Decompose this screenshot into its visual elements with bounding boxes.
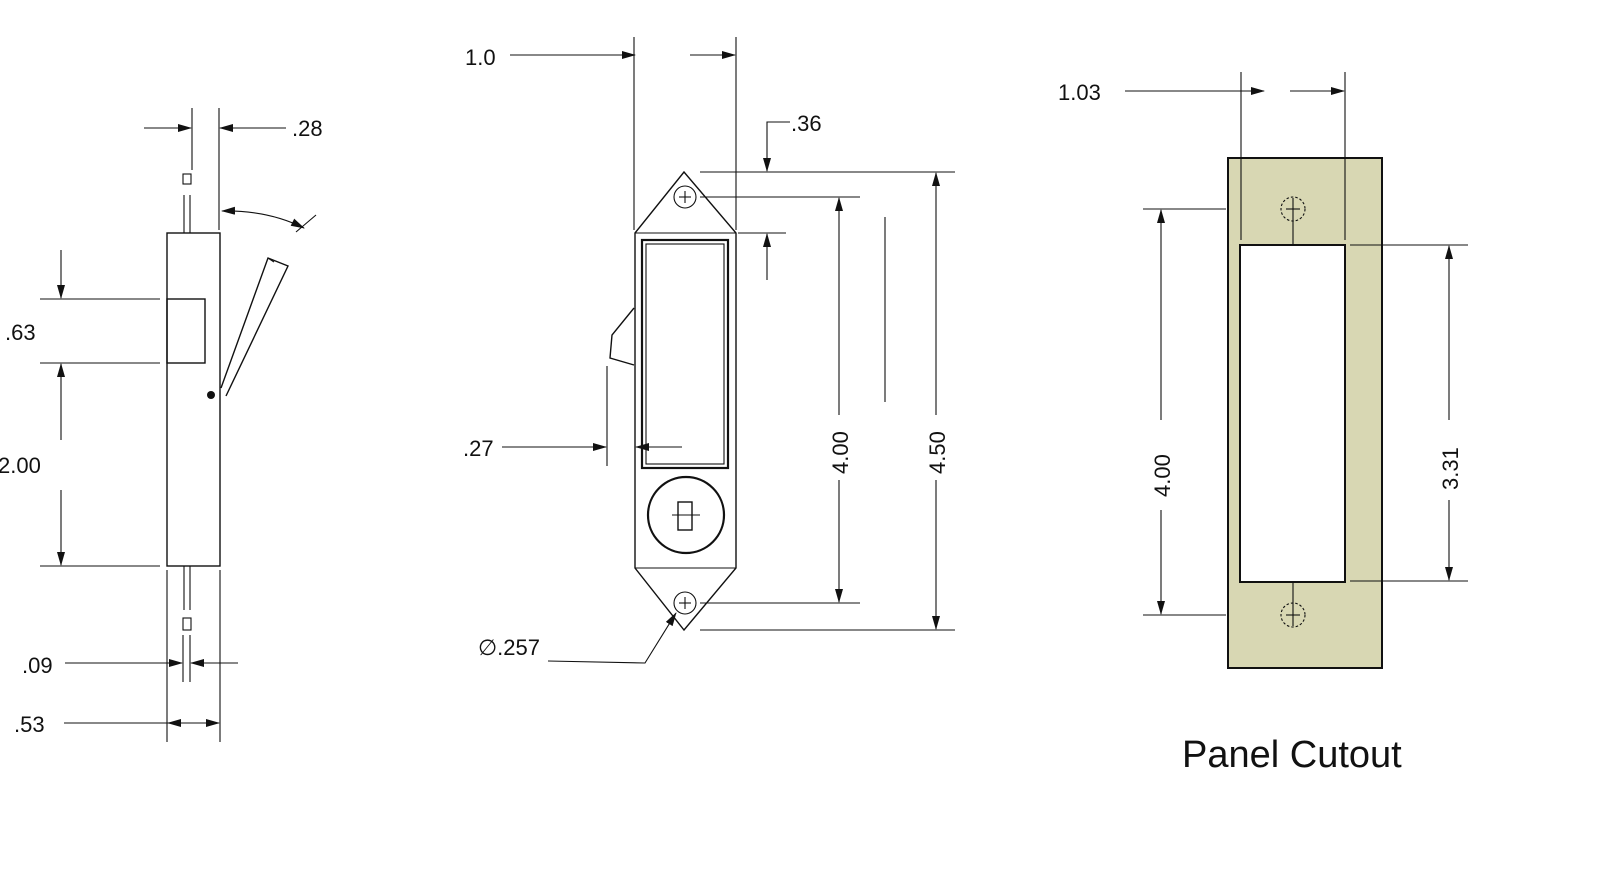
key-slot (677, 501, 693, 531)
bottom-stem-tip (182, 617, 192, 631)
dim-front-10: 1.0 (465, 45, 496, 70)
panel-cutout-title: Panel Cutout (1182, 734, 1402, 776)
dim-front-450: 4.50 (925, 431, 950, 474)
panel-cutout-view: 1.03 4.00 3.31 Panel Cutout (1058, 72, 1468, 776)
bottom-mount-hole (673, 591, 697, 615)
dim-side-009: .09 (22, 653, 53, 678)
cutout-opening (1239, 244, 1346, 583)
handle-tab (609, 307, 635, 366)
dim-side-200: 2.00 (0, 453, 41, 478)
key-lock (646, 475, 726, 555)
dim-side-053: .53 (14, 712, 45, 737)
handle-lever (220, 257, 289, 397)
handle-angle-arc (221, 206, 305, 229)
latch-body-side (166, 232, 221, 567)
top-stem-tip (182, 173, 192, 185)
handle-window (640, 238, 730, 470)
dim-front-hole-diameter: ∅.257 (478, 635, 540, 660)
top-mount-hole (673, 185, 697, 209)
dim-front-400: 4.00 (828, 431, 853, 474)
dim-front-027: .27 (463, 436, 494, 461)
dim-panel-331: 3.31 (1438, 447, 1463, 490)
dim-front-036: .36 (791, 111, 822, 136)
dim-panel-103: 1.03 (1058, 80, 1101, 105)
latch-block (166, 298, 206, 364)
side-view: .28 .63 2.00 .09 .53 (0, 108, 323, 742)
pivot-pin (207, 391, 215, 399)
dim-side-063: .63 (5, 320, 36, 345)
dim-panel-400: 4.00 (1150, 454, 1175, 497)
dim-side-028: .28 (292, 116, 323, 141)
front-view: 1.0 .36 .27 4.00 4.50 ∅.257 (463, 37, 955, 664)
